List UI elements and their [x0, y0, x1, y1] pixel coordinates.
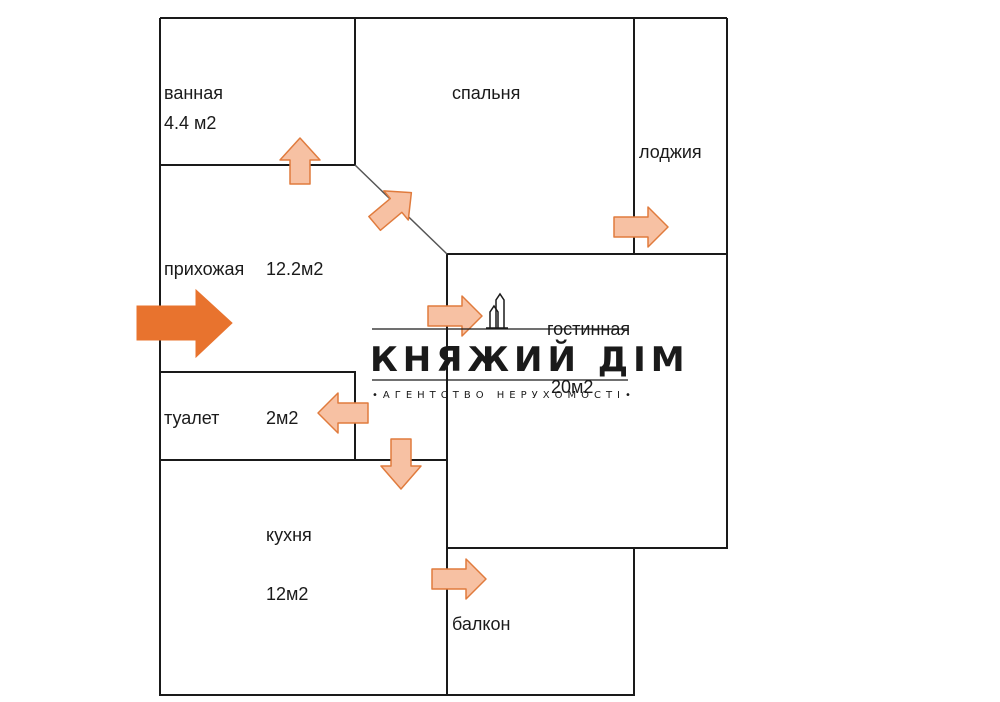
- loggia-name: лоджия: [639, 142, 702, 162]
- watermark-logo: КНЯЖИЙ ДІМ •АГЕНТСТВО НЕРУХОМОСТІ•: [370, 292, 690, 401]
- bedroom-name: спальня: [452, 83, 520, 103]
- arrow-into-balcony: [431, 558, 487, 600]
- passage-arrows: [279, 137, 669, 600]
- arrow-into-toilet: [317, 392, 369, 434]
- arrow-into-bedroom: [368, 190, 413, 232]
- logo-subtitle: •АГЕНТСТВО НЕРУХОМОСТІ•: [372, 390, 636, 401]
- hallway-name: прихожая: [164, 259, 244, 279]
- arrow-up-bathroom: [279, 137, 321, 185]
- castle-icon: [486, 292, 508, 329]
- entrance-arrow: [136, 288, 233, 359]
- hallway-area: 12.2м2: [266, 259, 323, 279]
- bathroom-area: 4.4 м2: [164, 113, 216, 133]
- logo-title: КНЯЖИЙ ДІМ: [370, 339, 690, 380]
- arrow-down-kitchen: [380, 438, 422, 490]
- toilet-name: туалет: [164, 408, 219, 428]
- arrow-into-living-room: [427, 295, 483, 337]
- kitchen-name: кухня: [266, 525, 312, 545]
- toilet-area: 2м2: [266, 408, 298, 428]
- balcony-name: балкон: [452, 614, 510, 634]
- bathroom-name: ванная: [164, 83, 223, 103]
- kitchen-area: 12м2: [266, 584, 308, 604]
- living-room-area: 20м2: [551, 377, 593, 397]
- arrow-into-loggia: [613, 206, 669, 248]
